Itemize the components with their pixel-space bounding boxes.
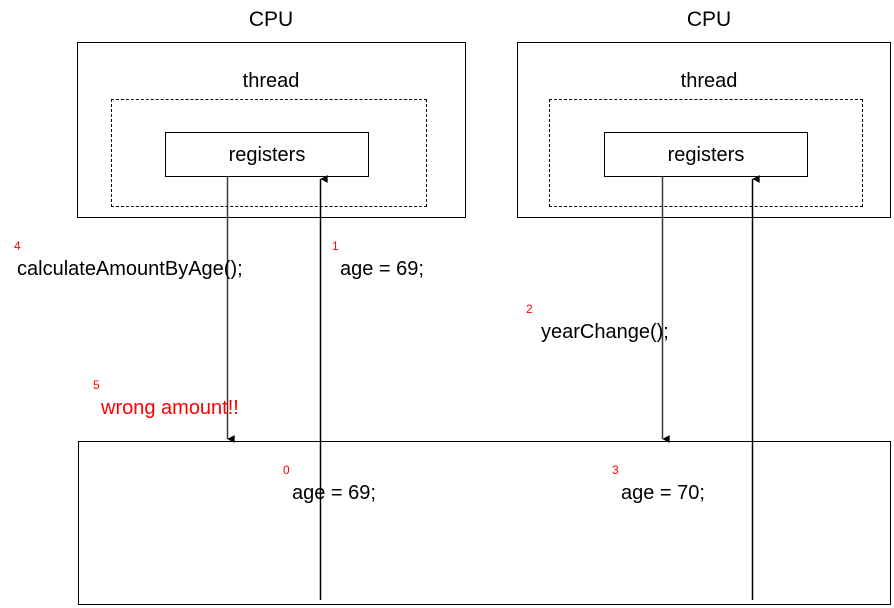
step-number-1: 1 — [332, 239, 339, 253]
step-number-0: 0 — [283, 463, 290, 477]
annotation-left-read: 4 calculateAmountByAge(); — [14, 240, 243, 280]
step-number-2: 2 — [526, 302, 533, 316]
annotation-left-read-text: calculateAmountByAge(); — [17, 258, 243, 280]
registers-box-right: registers — [604, 132, 808, 177]
step-number-4: 4 — [14, 239, 21, 253]
memory-value-right: 3 age = 70; — [612, 464, 705, 504]
cpu-title-right: CPU — [686, 8, 732, 31]
thread-label-right: thread — [680, 70, 738, 92]
step-number-5: 5 — [93, 378, 100, 392]
step-number-3: 3 — [612, 463, 619, 477]
memory-value-right-text: age = 70; — [621, 482, 705, 504]
annotation-right-read: 2 yearChange(); — [526, 303, 669, 343]
memory-value-left-text: age = 69; — [292, 482, 376, 504]
thread-dashed-box-right — [549, 99, 863, 207]
annotation-left-write-text: age = 69; — [340, 258, 424, 280]
thread-dashed-box-left — [111, 99, 427, 207]
annotation-wrong-amount-text: wrong amount!! — [101, 397, 239, 419]
annotation-right-read-text: yearChange(); — [541, 321, 669, 343]
annotation-wrong-amount: 5 wrong amount!! — [93, 379, 239, 419]
shared-memory-box — [78, 441, 891, 605]
memory-value-left: 0 age = 69; — [283, 464, 376, 504]
cpu-box-left — [77, 42, 466, 218]
registers-box-left: registers — [165, 132, 369, 177]
registers-label-right: registers — [667, 143, 745, 166]
registers-label-left: registers — [228, 143, 306, 166]
thread-label-left: thread — [242, 70, 300, 92]
cpu-box-right — [517, 42, 891, 218]
cpu-title-left: CPU — [248, 8, 294, 31]
annotation-left-write: 1 age = 69; — [332, 240, 424, 280]
